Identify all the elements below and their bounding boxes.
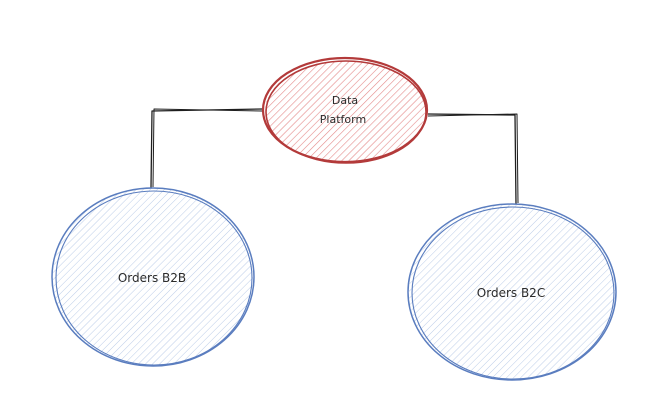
connector-platform-to-b2c [427,113,519,205]
orders-b2c-label: Orders B2C [477,286,545,300]
orders-b2b-label: Orders B2B [118,271,186,285]
node-data-platform[interactable]: Data Platform [261,56,429,164]
connector-platform-to-b2b [150,108,263,189]
node-orders-b2c[interactable]: Orders B2C [407,203,617,381]
node-orders-b2b[interactable]: Orders B2B [51,187,255,367]
data-platform-label-line1: Data [332,94,358,107]
data-platform-label-line2: Platform [320,113,366,126]
